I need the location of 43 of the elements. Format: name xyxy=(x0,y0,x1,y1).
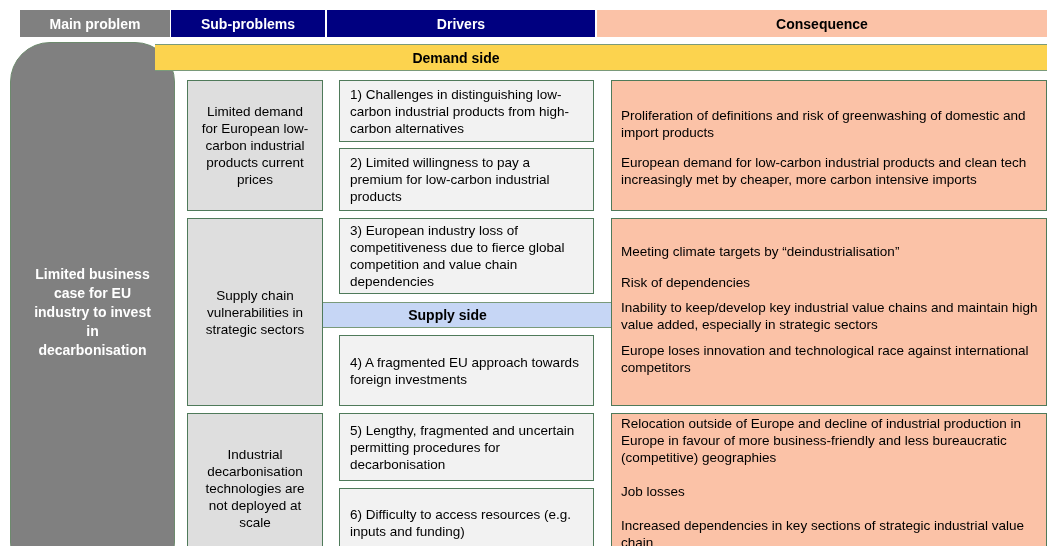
driver-box xyxy=(339,488,594,546)
label-text: 1) Challenges in distinguishing low-carbon industrial products from high-carbon alternatives xyxy=(350,85,571,137)
consequence-box xyxy=(611,80,1047,211)
sub-problem-box xyxy=(187,413,323,546)
label-text: Proliferation of definitions and risk of greenwashing of domestic and import products xyxy=(621,107,1027,141)
label-text: 3) European industry loss of competitiveness due to fierce global competition and value chain dependencies xyxy=(350,222,566,290)
label-text: Risk of dependencies xyxy=(621,274,752,291)
label-text: Limited business case for EU industry to invest in decarbonisation xyxy=(33,264,152,360)
label-text: 5) Lengthy, fragmented and uncertain permitting procedures for decarbonisation xyxy=(350,421,576,473)
main-problem-box xyxy=(10,42,175,546)
label-text: Demand side xyxy=(412,49,500,66)
label-text: Supply side xyxy=(408,307,487,323)
label-text: 2) Limited willingness to pay a premium for low-carbon industrial products xyxy=(350,154,551,205)
column-header xyxy=(171,10,325,37)
section-band xyxy=(155,44,1047,71)
column-header xyxy=(20,10,170,37)
column-header xyxy=(597,10,1047,37)
label-text: Meeting climate targets by “deindustrialisation” xyxy=(621,243,901,260)
label-text: 4) A fragmented EU approach towards foreign investments xyxy=(350,353,579,388)
label-text: Europe loses innovation and technological race against international competitors xyxy=(621,342,1030,376)
label-text: Sub-problems xyxy=(200,15,296,32)
driver-box xyxy=(339,413,594,481)
consequence-box xyxy=(611,218,1047,406)
driver-box xyxy=(339,148,594,211)
label-text: Main problem xyxy=(49,15,141,32)
label-text: Industrial decarbonisation technologies are not deployed at scale xyxy=(204,445,306,531)
driver-box xyxy=(339,335,594,406)
label-text: Drivers xyxy=(436,15,486,32)
label-text: Consequence xyxy=(776,15,868,32)
label-text: Job losses xyxy=(621,483,686,500)
sub-problem-box xyxy=(187,218,323,406)
consequence-box xyxy=(611,413,1047,546)
section-band xyxy=(323,302,612,328)
label-text: 6) Difficulty to access resources (e.g. inputs and funding) xyxy=(350,506,573,540)
label-text: Inability to keep/develop key industrial value chains and maintain high value added, especially in strategic sectors xyxy=(621,299,1038,333)
label-text: Relocation outside of Europe and decline of industrial production in Europe in favour of more business-friendly and less bureaucratic (competitive) geographies xyxy=(621,415,1022,466)
label-text: European demand for low-carbon industrial products and clean tech increasingly met by cheaper, more carbon intensive imports xyxy=(621,154,1028,188)
label-text: Limited demand for European low-carbon industrial products current prices xyxy=(200,103,310,188)
driver-box xyxy=(339,218,594,294)
driver-box xyxy=(339,80,594,142)
label-text: Supply chain vulnerabilities in strategic sectors xyxy=(204,286,306,338)
sub-problem-box xyxy=(187,80,323,211)
column-header xyxy=(327,10,595,37)
